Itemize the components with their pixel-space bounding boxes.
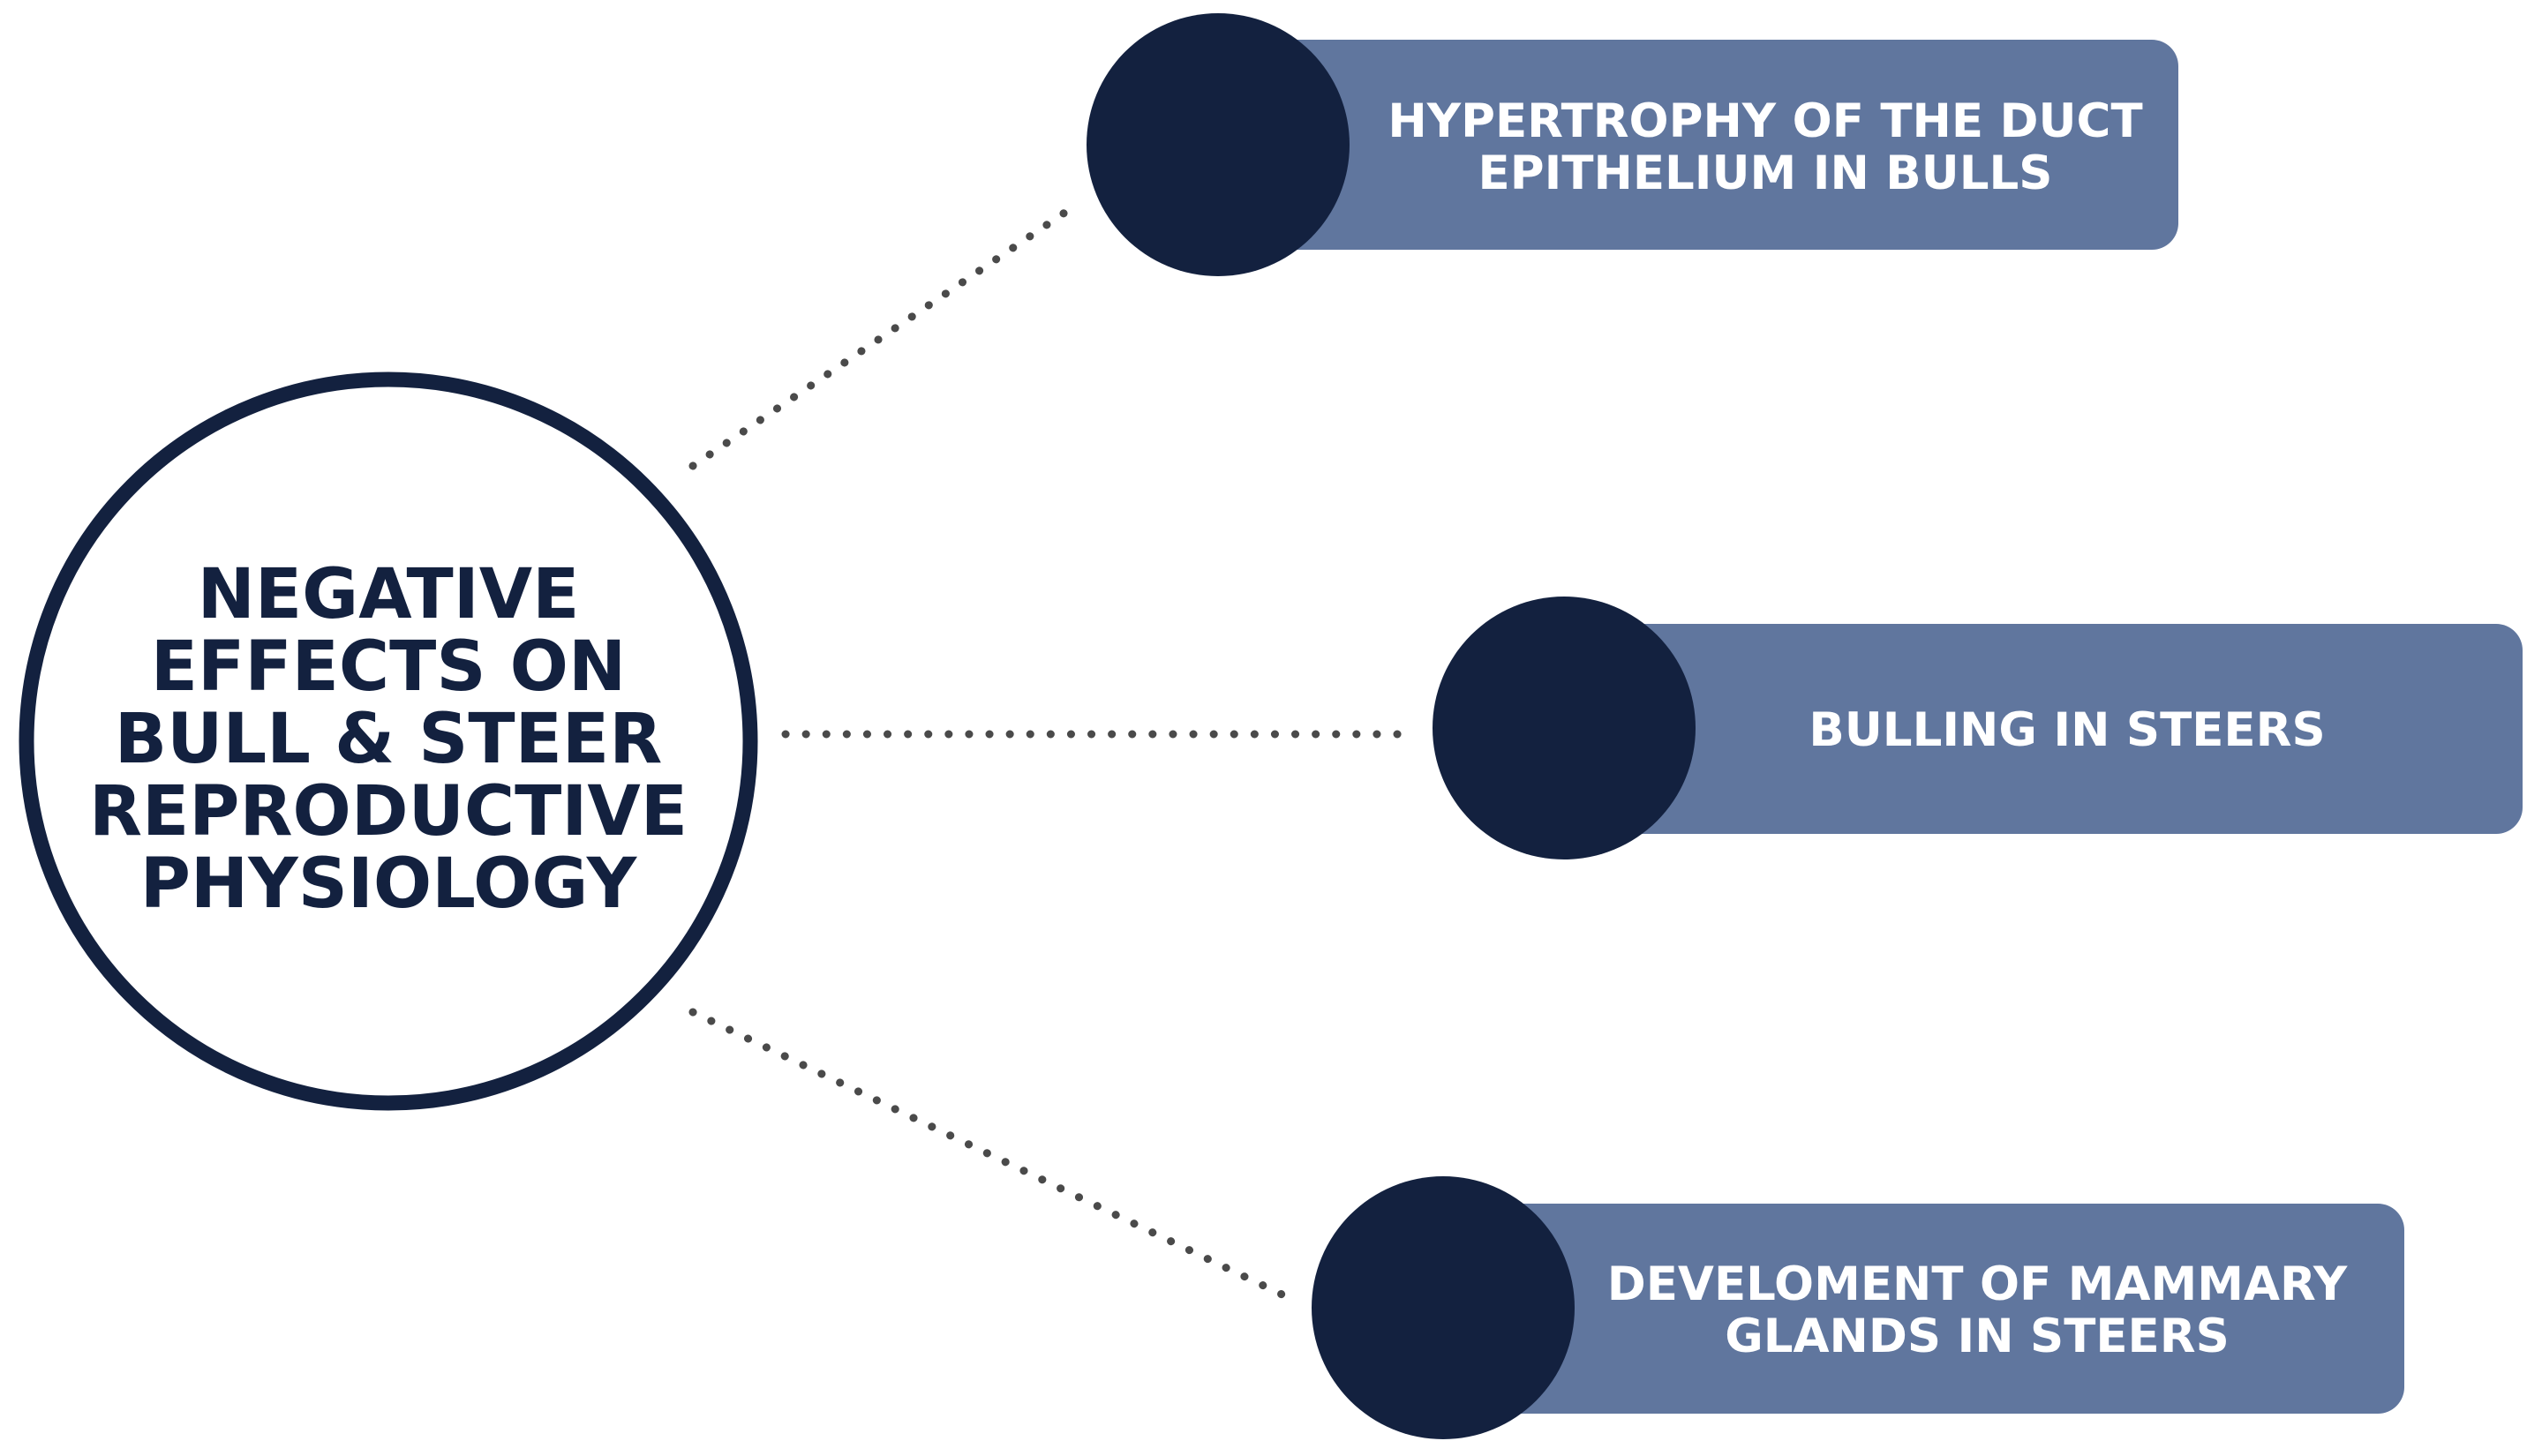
center-label-line-1: NEGATIVE [198,555,580,634]
effect-box-2 [1562,624,2523,834]
center-label-line-4: REPRODUCTIVE [89,772,688,852]
effect-node-2: BULLING IN STEERS [1433,597,2523,859]
center-circle [19,372,758,1111]
center-node: NEGATIVE EFFECTS ON BULL & STEER REPRODU… [19,372,758,1111]
effect-circle-1 [1087,13,1350,276]
center-label-line-2: EFFECTS ON [151,627,627,707]
effect-box-1 [1218,40,2178,250]
center-label-line-3: BULL & STEER [115,700,663,779]
effect-circle-2 [1433,597,1696,859]
effect-label-3-line-1: DEVELOMENT OF MAMMARY [1607,1257,2348,1311]
effect-node-1: HYPERTROPHY OF THE DUCT EPITHELIUM IN BU… [1087,13,2178,276]
effect-node-3: DEVELOMENT OF MAMMARY GLANDS IN STEERS [1312,1176,2404,1439]
center-label-line-5: PHYSIOLOGY [140,844,638,924]
effect-label-1-line-1: HYPERTROPHY OF THE DUCT [1388,94,2142,148]
connector-top [688,203,1077,470]
connector-bottom [688,1008,1297,1304]
effect-circle-3 [1312,1176,1575,1439]
effect-label-2-line-1: BULLING IN STEERS [1809,703,2325,757]
effect-box-3 [1439,1204,2404,1414]
effect-label-3-line-2: GLANDS IN STEERS [1725,1310,2230,1363]
effect-label-1-line-2: EPITHELIUM IN BULLS [1478,146,2053,200]
